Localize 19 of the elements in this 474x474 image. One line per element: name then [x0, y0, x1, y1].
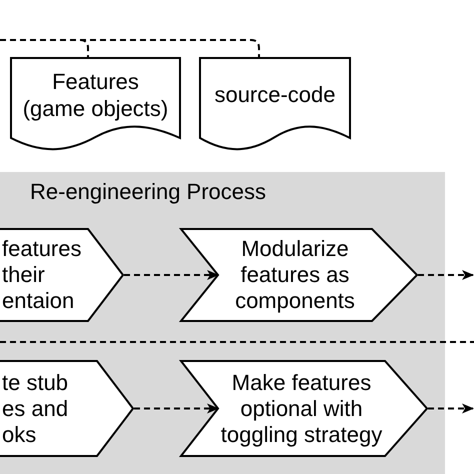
step-label: te stub es and oks [2, 370, 70, 448]
dashed-arrow [428, 404, 474, 414]
step-label: Make features optional with toggling strategy [220, 370, 384, 448]
document-shape [10, 57, 181, 153]
process-step-chevron [0, 360, 134, 457]
process-step-chevron [180, 228, 418, 322]
document-shape [199, 57, 351, 153]
document-label: source-code [214, 81, 336, 108]
dashed-arrow [134, 404, 219, 414]
panel-title: Re-engineering Process [30, 179, 266, 205]
step-label: Modularize features as components [234, 236, 356, 314]
process-step-chevron [180, 360, 428, 457]
document-label: Features (game objects) [22, 68, 170, 122]
process-panel [0, 172, 445, 474]
dashed-arrow [124, 270, 219, 280]
dashed-connector [0, 39, 260, 57]
process-step-chevron [0, 228, 124, 322]
step-label: features their entaion [2, 236, 82, 314]
dashed-arrow [418, 270, 474, 280]
